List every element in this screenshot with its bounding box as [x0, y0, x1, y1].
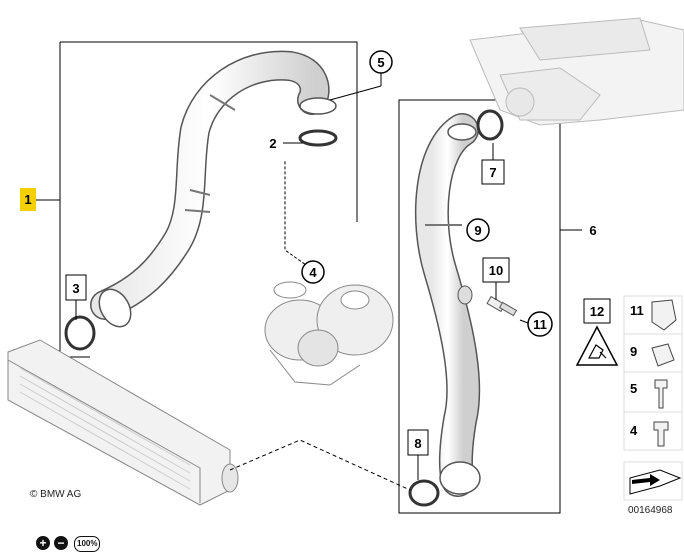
hose-part-1 [90, 50, 337, 328]
callout-2[interactable]: 2 [269, 136, 276, 151]
zoom-in-button[interactable]: + [36, 536, 50, 550]
hose-clamp-icon [587, 344, 607, 359]
callout-9[interactable]: 9 [474, 223, 481, 238]
zoom-reset-button[interactable]: 100% [74, 536, 101, 552]
leader-lines [36, 73, 582, 491]
legend-row-9[interactable] [623, 333, 683, 373]
callout-8-box[interactable] [407, 429, 429, 456]
engine-silhouette [469, 17, 684, 126]
callout-2-box[interactable] [264, 133, 283, 153]
callout-11-circle[interactable] [527, 311, 553, 337]
legend-row-4[interactable] [623, 411, 683, 451]
callout-8[interactable]: 8 [414, 436, 421, 451]
legend-label-9: 9 [630, 344, 637, 359]
callout-10-box[interactable] [482, 257, 510, 283]
callout-3[interactable]: 3 [72, 281, 79, 296]
callout-5[interactable]: 5 [377, 55, 384, 70]
seal-ring-2 [298, 129, 338, 147]
turbocharger [264, 281, 394, 386]
callout-1-box[interactable] [20, 188, 36, 211]
callout-12-box[interactable] [583, 298, 611, 324]
legend-label-5: 5 [630, 381, 637, 396]
callout-4[interactable]: 4 [309, 265, 317, 280]
callout-9-circle[interactable] [466, 218, 490, 242]
frame-group-6 [398, 99, 561, 514]
copyright-text: © BMW AG [30, 489, 81, 500]
callout-6-box[interactable] [582, 219, 604, 241]
frame-group-1-left [59, 42, 90, 358]
callout-4-circle[interactable] [301, 260, 325, 284]
hose-part-6 [414, 113, 481, 497]
seal-ring-8 [408, 479, 440, 507]
legend-label-4: 4 [630, 423, 638, 438]
callout-10[interactable]: 10 [489, 263, 503, 278]
callout-3-box[interactable] [65, 274, 87, 301]
nut-clip-icon [651, 343, 675, 367]
seal-ring-3 [64, 315, 96, 351]
clip-icon [651, 299, 677, 331]
zoom-out-button[interactable]: − [54, 536, 68, 550]
callout-12[interactable]: 12 [590, 304, 604, 319]
callout-6[interactable]: 6 [589, 223, 596, 238]
callout-7[interactable]: 7 [489, 165, 496, 180]
sensor-part-10 [486, 295, 518, 317]
legend-row-5[interactable] [623, 371, 683, 413]
intercooler [7, 339, 239, 506]
bolt-icon [654, 379, 668, 409]
callout-11[interactable]: 11 [533, 317, 547, 332]
parts-legend: 11 9 5 4 [623, 295, 683, 501]
diagram-id: 00164968 [628, 505, 673, 516]
frame-group-1 [60, 41, 358, 222]
arrow-pointer-icon [632, 474, 660, 486]
callout-7-box[interactable] [481, 159, 505, 185]
callout-1[interactable]: 1 [24, 192, 31, 207]
seal-ring-7 [476, 109, 504, 141]
legend-label-11: 11 [630, 303, 644, 318]
callout-5-circle[interactable] [369, 50, 393, 74]
screw-icon [653, 421, 669, 447]
